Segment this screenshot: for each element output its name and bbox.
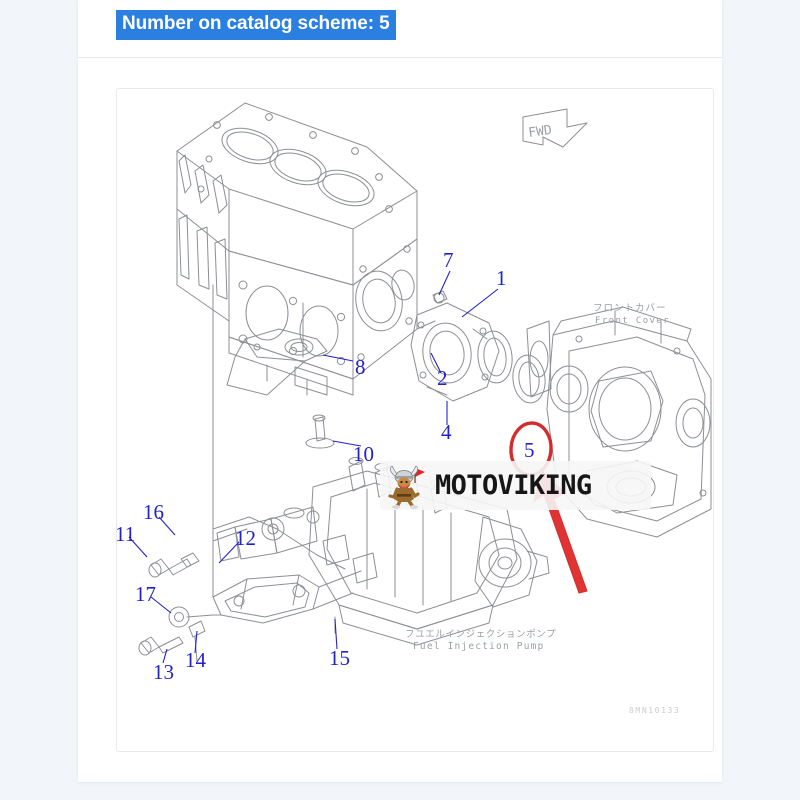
page-title-number: 5: [379, 13, 390, 34]
callout-4: 4: [441, 420, 452, 444]
callout-11: 11: [117, 522, 135, 546]
page-title-prefix: Number on catalog scheme:: [122, 13, 374, 34]
callout-2: 2: [437, 366, 448, 390]
callout-17: 17: [135, 582, 156, 606]
drawing-code: 8MN10133: [629, 706, 680, 715]
gear-case-parts: [212, 284, 546, 510]
callout-10: 10: [353, 442, 374, 466]
diagram-frame[interactable]: FWD: [116, 88, 714, 752]
front-cover-label-en: Front Cover: [595, 316, 670, 326]
fwd-label: FWD: [527, 123, 553, 141]
parts-diagram-image: FWD: [117, 89, 713, 751]
engine-block-drawing: [176, 102, 418, 396]
callout-5: 5: [524, 438, 535, 462]
callout-14: 14: [185, 648, 207, 672]
viking-mascot-icon: [384, 463, 434, 509]
callout-15: 15: [329, 646, 350, 670]
fuel-injection-pump-label-jp: フユエルインジェクションポンプ: [405, 629, 556, 640]
front-cover-label-jp: フロントカバー: [593, 303, 667, 314]
fwd-orientation-marker: FWD: [522, 108, 588, 148]
callout-12: 12: [235, 526, 256, 550]
header-bar: Number on catalog scheme: 5: [78, 0, 722, 58]
watermark-brand-text: MOTOVIKING: [435, 470, 592, 501]
watermark-motoviking: MOTOVIKING: [380, 461, 651, 510]
page-title: Number on catalog scheme: 5: [116, 10, 396, 40]
linkage-assembly: [138, 508, 362, 662]
callout-8: 8: [355, 355, 366, 379]
callout-group: 7 1 8 2 4 10 5 16 11 12 17 13 14 15: [117, 248, 535, 684]
callout-13: 13: [153, 660, 174, 684]
callout-7: 7: [443, 248, 454, 272]
callout-1: 1: [496, 266, 507, 290]
header-divider: [78, 57, 722, 58]
callout-16: 16: [143, 500, 164, 524]
part-name-labels: フロントカバー Front Cover フユエルインジェクションポンプ Fuel…: [405, 303, 670, 652]
fuel-injection-pump-label-en: Fuel Injection Pump: [413, 641, 544, 652]
